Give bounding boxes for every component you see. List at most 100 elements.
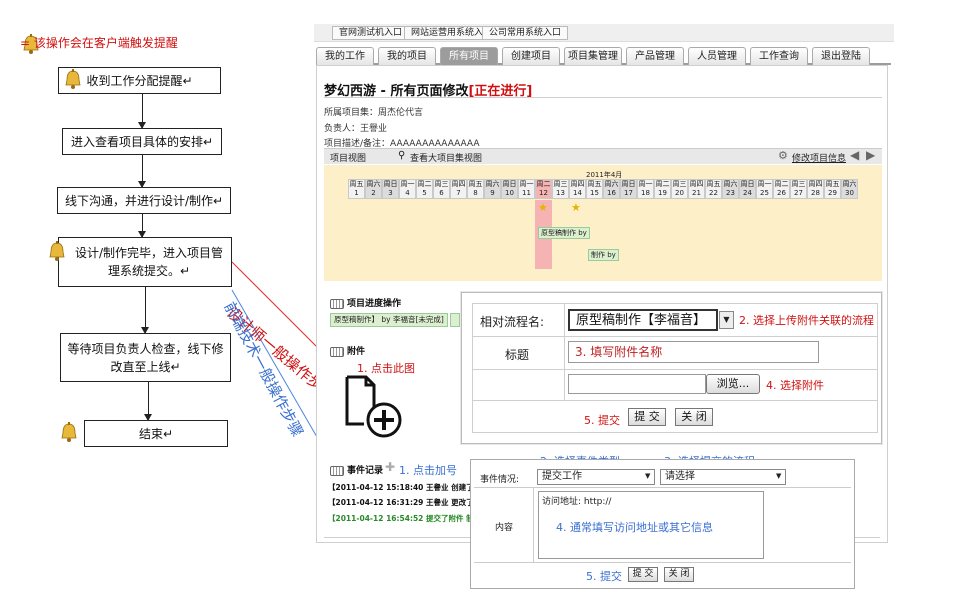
tab-project-sets[interactable]: 项目集管理 bbox=[564, 47, 622, 65]
calendar-day-number: 17 bbox=[624, 189, 633, 197]
flow-label: 相对流程名: bbox=[480, 315, 545, 329]
browse-button[interactable]: 浏览... bbox=[706, 374, 760, 394]
calendar-day-number: 25 bbox=[760, 189, 769, 197]
calendar-weekday: 周日 bbox=[740, 180, 755, 188]
title-input[interactable]: 3. 填写附件名称 bbox=[568, 341, 819, 363]
flow-step-label: 结束↵ bbox=[138, 426, 174, 441]
calendar-day-number: 24 bbox=[743, 189, 752, 197]
calendar-weekday: 周二 bbox=[417, 180, 432, 188]
calendar-weekday: 周六 bbox=[366, 180, 381, 188]
note-choose-file: 4. 选择附件 bbox=[766, 379, 824, 392]
event-row: 【2011-04-12 15:18:40 王譽业 创建了项 bbox=[328, 483, 482, 492]
calendar-weekday: 周六 bbox=[842, 180, 857, 188]
calendar-weekday: 周一 bbox=[638, 180, 653, 188]
prev-arrow-icon[interactable]: ◀ bbox=[850, 148, 860, 162]
calendar-weekday: 周一 bbox=[519, 180, 534, 188]
project-status: [正在进行] bbox=[468, 84, 533, 99]
tab-all-projects[interactable]: 所有项目 bbox=[440, 47, 498, 65]
tab-create-project[interactable]: 创建项目 bbox=[502, 47, 560, 65]
event-row: 【2011-04-12 16:31:29 王譽业 更改了项 bbox=[328, 498, 482, 507]
flow-step-label: 等待项目负责人检查，线下修改直至上线↵ bbox=[67, 341, 224, 374]
magnifier-icon: ⚲ bbox=[398, 150, 406, 161]
calendar-weekday: 周四 bbox=[808, 180, 823, 188]
section-title-text: 项目进度操作 bbox=[347, 299, 402, 309]
calendar-day-number: 11 bbox=[522, 189, 531, 197]
top-link-common[interactable]: 公司常用系统入口 bbox=[482, 26, 569, 40]
big-view-link[interactable]: 查看大项目集视图 bbox=[410, 154, 483, 164]
content-value: 访问地址: http:// bbox=[542, 497, 612, 507]
calendar-day-number: 1 bbox=[354, 189, 359, 197]
calendar-day-number: 15 bbox=[590, 189, 599, 197]
note-event-submit: 5. 提交 bbox=[586, 570, 622, 583]
add-plus-icon[interactable]: ✚ bbox=[385, 460, 396, 474]
calendar-day-number: 9 bbox=[490, 189, 495, 197]
divider bbox=[474, 562, 851, 563]
tab-products[interactable]: 产品管理 bbox=[626, 47, 684, 65]
calendar-day-number: 6 bbox=[439, 189, 444, 197]
calendar-day-number: 12 bbox=[539, 189, 548, 197]
calendar-weekday: 周日 bbox=[383, 180, 398, 188]
star-icon: ★ bbox=[571, 201, 581, 214]
edit-info-link[interactable]: 修改项目信息 bbox=[792, 154, 847, 164]
calendar-day-number: 2 bbox=[371, 189, 376, 197]
submit-button[interactable]: 提 交 bbox=[628, 408, 666, 426]
meta-description: 项目描述/备注：AAAAAAAAAAAAAA bbox=[324, 139, 480, 149]
event-type-select[interactable]: 提交工作 bbox=[537, 469, 655, 485]
bell-icon bbox=[23, 34, 39, 54]
content-label-cell bbox=[474, 488, 534, 562]
tab-work-query[interactable]: 工作查询 bbox=[750, 47, 808, 65]
bell-icon bbox=[49, 241, 65, 261]
tab-logout[interactable]: 退出登陆 bbox=[812, 47, 870, 65]
tab-my-projects[interactable]: 我的项目 bbox=[378, 47, 436, 65]
calendar-weekday: 周五 bbox=[468, 180, 483, 188]
event-section-title: 事件记录 bbox=[330, 463, 383, 476]
calendar-day-number: 28 bbox=[811, 189, 820, 197]
calendar-weekday: 周日 bbox=[502, 180, 517, 188]
flow-step-label: 进入查看项目具体的安排↵ bbox=[70, 134, 214, 149]
flow-select[interactable]: 原型稿制作【李福音】 bbox=[568, 309, 718, 331]
attach-row-title bbox=[472, 336, 878, 370]
meta-owner: 负责人：王譽业 bbox=[324, 124, 388, 134]
calendar-day-number: 7 bbox=[456, 189, 461, 197]
calendar-day-number: 10 bbox=[505, 189, 514, 197]
attach-row-submit bbox=[472, 400, 878, 433]
tab-my-work[interactable]: 我的工作 bbox=[316, 47, 374, 65]
content-textarea[interactable]: 访问地址: http:// bbox=[538, 491, 764, 559]
calendar-weekday: 周二 bbox=[774, 180, 789, 188]
calendar-weekday: 周一 bbox=[400, 180, 415, 188]
calendar-weekday: 周六 bbox=[723, 180, 738, 188]
close-button[interactable]: 关 闭 bbox=[675, 408, 713, 426]
event-flow-select[interactable]: 请选择 bbox=[660, 469, 786, 485]
event-type-label: 事件情况: bbox=[480, 475, 520, 485]
next-arrow-icon[interactable]: ▶ bbox=[866, 148, 876, 162]
calendar-day-number: 26 bbox=[777, 189, 786, 197]
add-file-icon[interactable] bbox=[344, 374, 404, 440]
tab-people[interactable]: 人员管理 bbox=[688, 47, 746, 65]
event-row: 【2011-04-12 16:54:52 提交了附件 制作 bbox=[328, 514, 482, 523]
task-bar-make[interactable]: 制作 by bbox=[588, 249, 619, 261]
progress-item-extra[interactable] bbox=[450, 313, 460, 327]
calendar-weekday: 周二 bbox=[536, 180, 551, 188]
calendar-day-number: 23 bbox=[726, 189, 735, 197]
event-close-button[interactable]: 关 闭 bbox=[664, 567, 694, 582]
top-link-test[interactable]: 官网测试机入口 bbox=[332, 26, 410, 40]
task-bar-prototype[interactable]: 原型稿制作 by bbox=[538, 227, 590, 239]
progress-item[interactable]: 原型稿制作】 by 李福音[未完成] bbox=[330, 313, 448, 327]
calendar-weekday: 周五 bbox=[349, 180, 364, 188]
event-submit-button[interactable]: 提 交 bbox=[628, 567, 658, 582]
calendar-weekday: 周六 bbox=[604, 180, 619, 188]
calendar-weekday: 周二 bbox=[655, 180, 670, 188]
file-path-input[interactable] bbox=[568, 374, 706, 394]
chevron-down-icon[interactable]: ▼ bbox=[719, 311, 734, 329]
calendar-weekday: 周四 bbox=[689, 180, 704, 188]
